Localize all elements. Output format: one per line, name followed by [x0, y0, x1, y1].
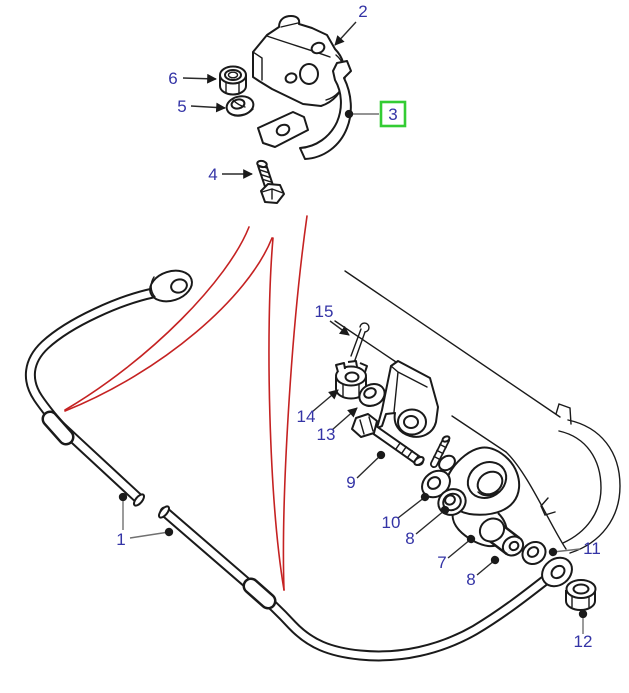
callout-7[interactable]: 7: [437, 553, 446, 572]
diff-housing: [505, 403, 621, 554]
link-stud-boss: [438, 454, 456, 472]
link-stud: [430, 435, 451, 468]
castle-nut-14: [335, 360, 368, 400]
sway-bar: [24, 269, 573, 662]
split-pin-15: [350, 322, 370, 364]
fit-position-marker-lines: [64, 215, 308, 591]
callout-5[interactable]: 5: [177, 97, 186, 116]
nut-12: [565, 579, 597, 611]
callout-12[interactable]: 12: [574, 632, 593, 651]
callout-9[interactable]: 9: [346, 473, 355, 492]
callout-15[interactable]: 15: [315, 302, 334, 321]
callout-2[interactable]: 2: [358, 2, 367, 21]
callout-4[interactable]: 4: [208, 165, 217, 184]
bar-break-end: [157, 505, 171, 519]
bolt-4: [256, 159, 285, 204]
bush-clamp-bracket: [252, 15, 346, 107]
bar-break-end: [132, 493, 146, 507]
callout-3[interactable]: 3: [388, 105, 397, 124]
callout-3-highlight-box[interactable]: [379, 100, 407, 128]
callout-8b[interactable]: 8: [466, 570, 475, 589]
callout-6[interactable]: 6: [168, 69, 177, 88]
washer-13: [358, 383, 386, 407]
washer-5: [225, 95, 255, 117]
bush-8-rear: [478, 517, 525, 557]
fulcrum-bracket: [376, 360, 439, 438]
washer-11: [521, 540, 547, 566]
bolt-9: [351, 413, 425, 466]
bar-eye-left: [149, 269, 193, 303]
nut-6: [219, 65, 247, 96]
callout-1[interactable]: 1: [116, 530, 125, 549]
callout-10[interactable]: 10: [382, 513, 401, 532]
callout-11[interactable]: 11: [583, 539, 601, 558]
callout-8a[interactable]: 8: [405, 529, 414, 548]
leader-lines: [118, 21, 588, 634]
washer-10: [421, 469, 451, 499]
callout-13[interactable]: 13: [317, 425, 336, 444]
callout-14[interactable]: 14: [297, 407, 316, 426]
clamp-strap: [257, 60, 352, 160]
bar-eye-right: [541, 556, 573, 588]
